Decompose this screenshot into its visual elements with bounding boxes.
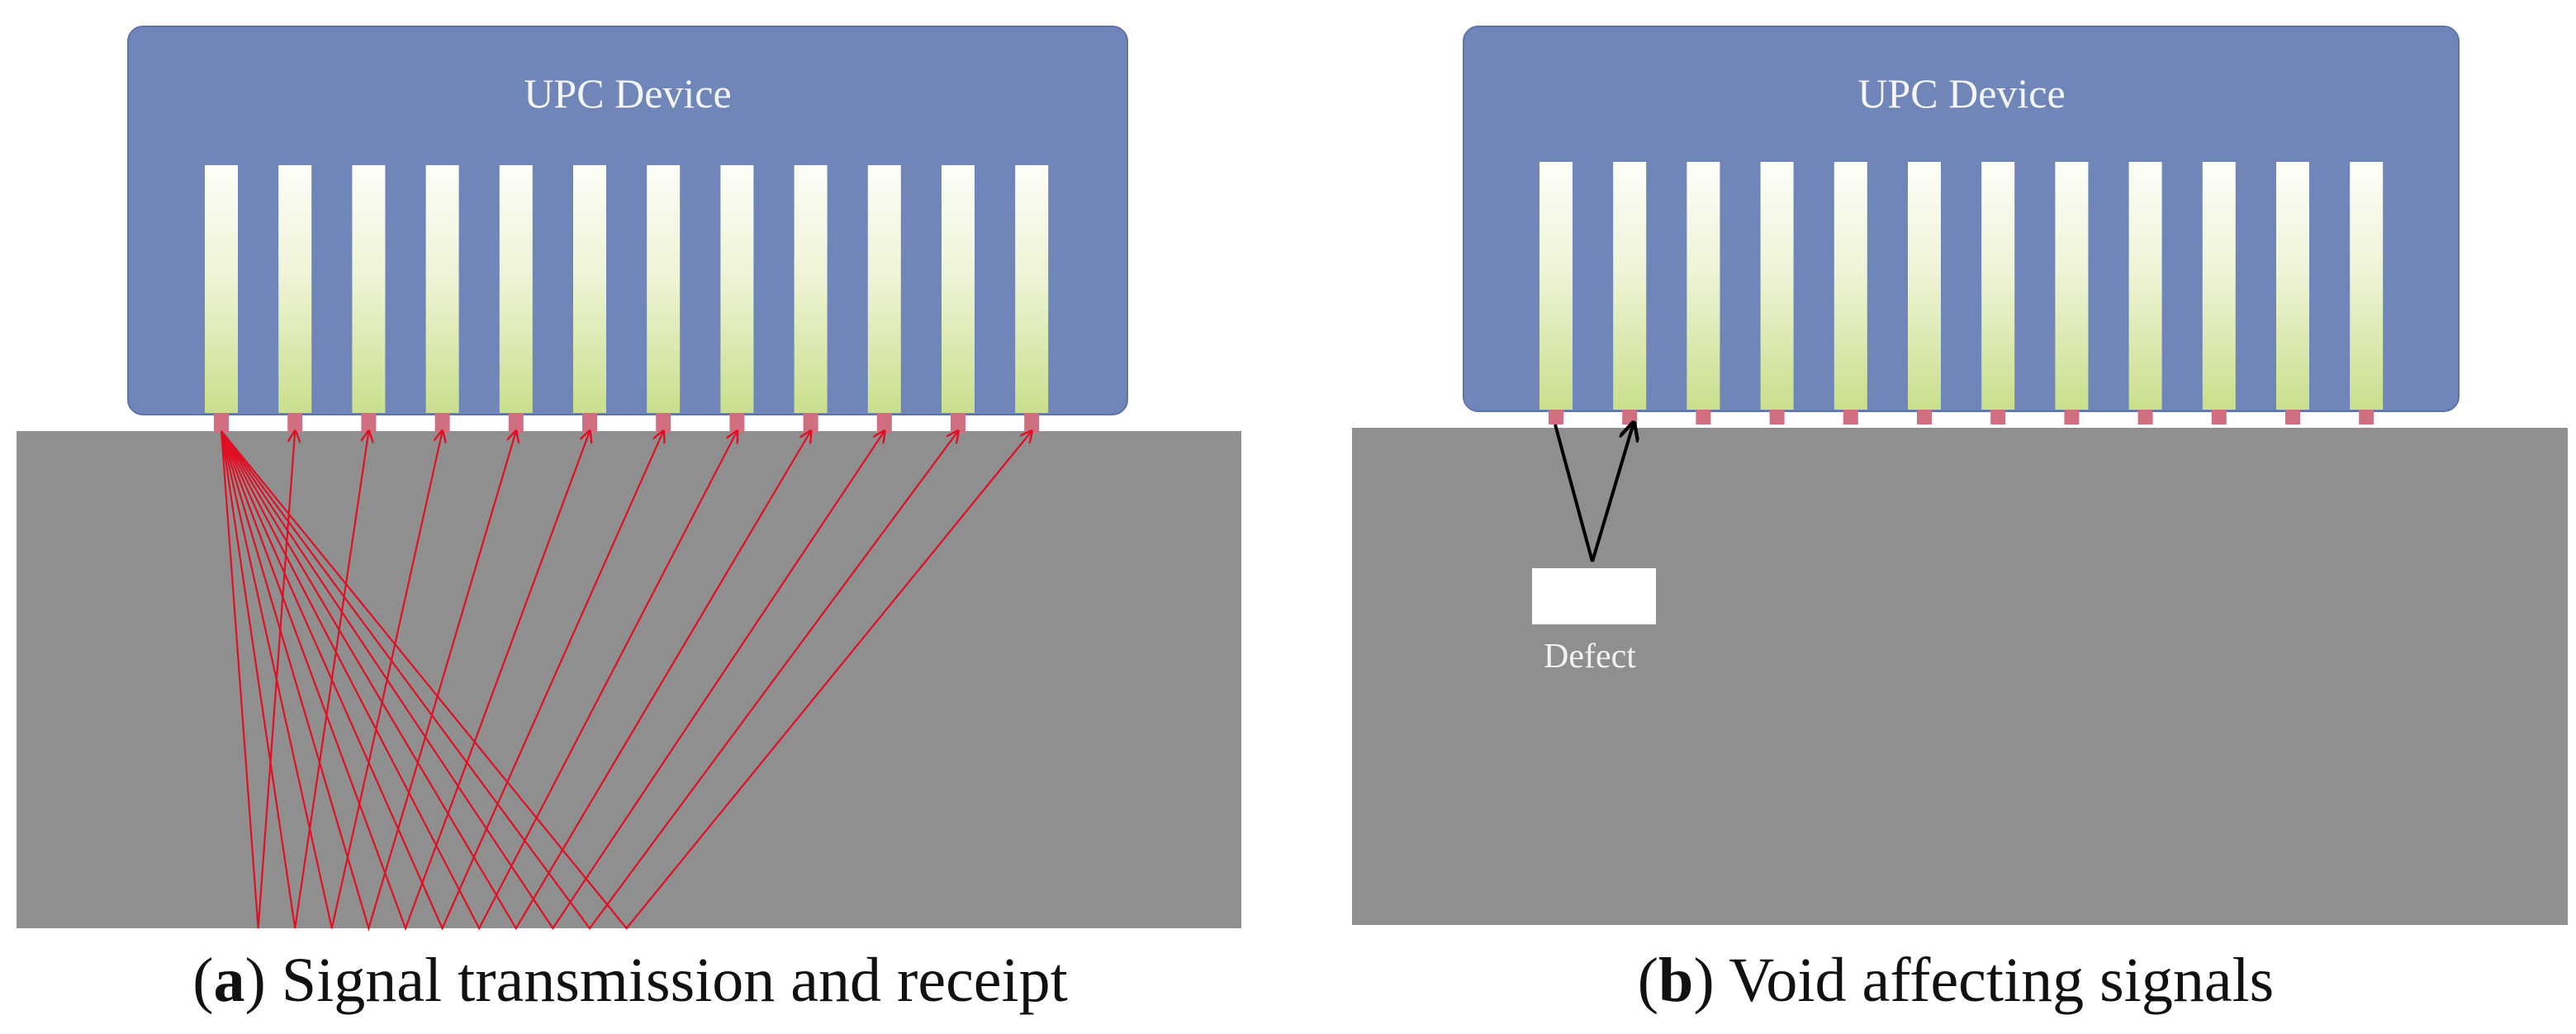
- sensor-probe-b-10: [2202, 162, 2236, 410]
- sensor-probe-b-5: [1834, 162, 1867, 410]
- signal-ray-7: [220, 431, 663, 931]
- signal-ray-5: [220, 431, 516, 932]
- defect-label: Defect: [1544, 638, 1636, 676]
- sensor-tip-a-6: [582, 413, 597, 433]
- sensor-tip-b-7: [1990, 410, 2006, 425]
- sensor-probe-a-3: [352, 165, 386, 413]
- concrete-block-b: [1352, 428, 2568, 925]
- sensor-tip-b-10: [2211, 410, 2227, 425]
- sensor-tip-b-12: [2359, 410, 2374, 425]
- sensor-probe-b-8: [2055, 162, 2089, 410]
- signal-ray-11: [221, 431, 958, 930]
- sensor-probe-a-5: [499, 165, 533, 413]
- signal-ray-10: [221, 431, 885, 930]
- sensor-probe-a-9: [794, 165, 828, 413]
- sensor-tip-a-10: [876, 413, 892, 433]
- sensor-probe-b-6: [1908, 162, 1941, 410]
- sensor-probe-b-7: [1981, 162, 2015, 410]
- sensor-probe-b-4: [1760, 162, 1794, 410]
- panel-a: UPC Device (a) Signal transmission and r…: [17, 26, 1241, 1015]
- incident-ray: [1554, 424, 1594, 562]
- sensor-tip-a-9: [803, 413, 818, 433]
- sensor-tip-b-5: [1843, 410, 1858, 425]
- caption-a: (a) Signal transmission and receipt: [192, 946, 1068, 1015]
- sensor-tip-a-12: [1024, 413, 1040, 433]
- device-label-b: UPC Device: [1857, 70, 2065, 116]
- sensor-probe-a-10: [867, 165, 901, 413]
- device-label-a: UPC Device: [524, 70, 731, 116]
- sensor-probe-a-11: [942, 165, 975, 413]
- sensor-tip-b-1: [1549, 410, 1563, 425]
- sensor-probe-b-11: [2276, 162, 2309, 410]
- signal-ray-4: [220, 431, 443, 929]
- reflection-path: [1554, 423, 1634, 562]
- signal-ray-9: [221, 431, 811, 931]
- sensor-probe-a-1: [205, 165, 238, 413]
- defect-void: [1532, 568, 1656, 624]
- sensor-probe-a-12: [1015, 165, 1049, 413]
- sensor-tip-a-8: [729, 413, 745, 433]
- concrete-block-a: [17, 431, 1241, 928]
- sensor-tip-a-2: [287, 413, 303, 433]
- sensor-probe-b-1: [1539, 162, 1573, 410]
- sensor-probe-a-2: [278, 165, 312, 413]
- sensor-tip-a-11: [951, 413, 965, 433]
- sensor-tip-b-4: [1769, 410, 1785, 425]
- sensor-tip-b-8: [2064, 410, 2080, 425]
- signal-ray-12: [221, 431, 1032, 930]
- sensor-probe-b-12: [2350, 162, 2384, 410]
- signal-ray-6: [220, 431, 590, 932]
- sensor-array-b: [1539, 162, 2384, 425]
- reflected-ray: [1591, 423, 1634, 562]
- sensor-probe-a-7: [647, 165, 681, 413]
- sensor-tip-a-1: [214, 413, 229, 433]
- sensor-tip-b-6: [1917, 410, 1932, 425]
- sensor-tip-b-2: [1622, 410, 1638, 425]
- sensor-probe-a-6: [573, 165, 606, 413]
- signal-ray-8: [221, 431, 737, 931]
- sensor-tip-a-4: [434, 413, 450, 433]
- sensor-probe-b-3: [1686, 162, 1720, 410]
- sensor-array-a: [205, 165, 1049, 433]
- caption-b: (b) Void affecting signals: [1638, 946, 2275, 1015]
- panel-b: UPC Device Defect (b) Void affecting sig…: [1352, 26, 2568, 1015]
- sensor-tip-a-5: [508, 413, 524, 433]
- sensor-probe-a-4: [425, 165, 459, 413]
- sensor-probe-a-8: [720, 165, 754, 413]
- sensor-probe-b-2: [1613, 162, 1647, 410]
- sensor-tip-a-3: [361, 413, 377, 433]
- sensor-probe-b-9: [2128, 162, 2162, 410]
- signal-paths-a: [220, 431, 1032, 932]
- sensor-tip-b-9: [2137, 410, 2153, 425]
- sensor-tip-b-3: [1696, 410, 1711, 425]
- sensor-tip-b-11: [2285, 410, 2300, 425]
- sensor-tip-a-7: [656, 413, 671, 433]
